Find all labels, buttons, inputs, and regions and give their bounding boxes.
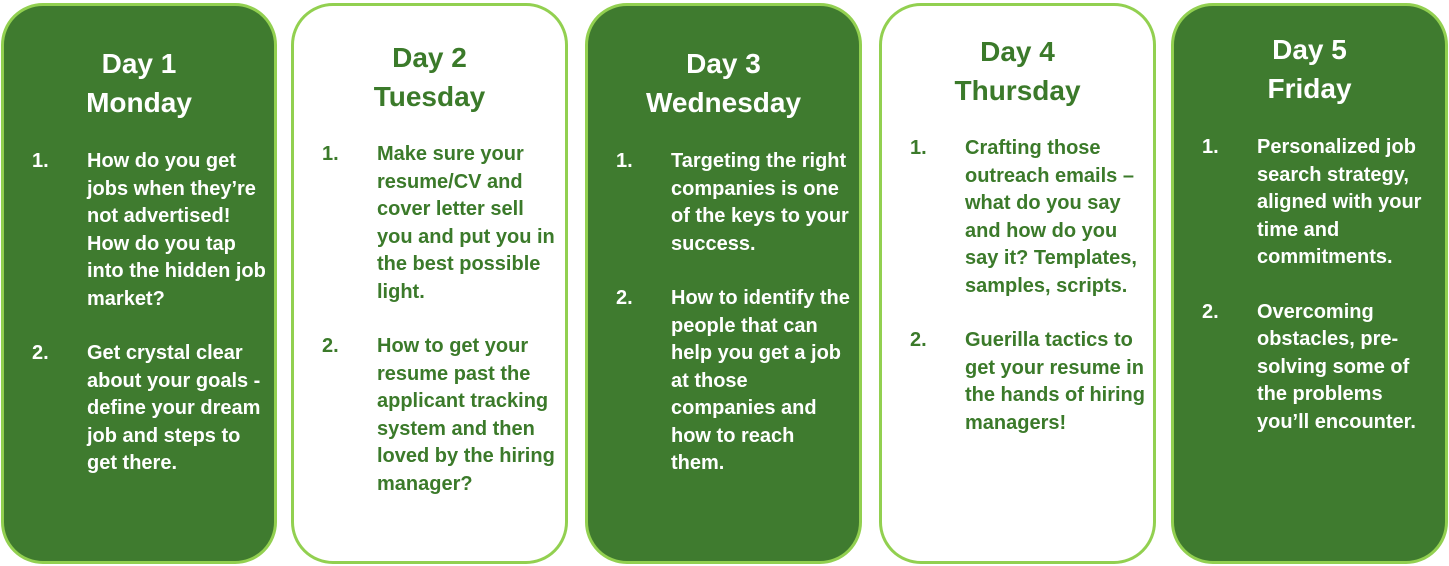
item-number: 1. [910, 137, 927, 159]
topic-list: 1. Targeting the right companies is one … [588, 148, 851, 505]
day-number: Day 5 [1272, 34, 1347, 65]
item-text: Overcoming obstacles, pre-solving some o… [1257, 300, 1416, 433]
topic-list: 1. Crafting those outreach emails – what… [882, 135, 1145, 464]
item-text: Get crystal clear about your goals - def… [87, 342, 261, 474]
day-number: Day 4 [980, 36, 1055, 67]
item-text: Crafting those outreach emails – what do… [965, 137, 1137, 297]
list-item: 2. How to get your resume past the appli… [294, 333, 557, 498]
item-text: How to identify the people that can help… [671, 287, 850, 474]
list-item: 2. Get crystal clear about your goals - … [4, 340, 266, 478]
day-title: Day 5 Friday [1174, 30, 1445, 108]
list-item: 1. How do you get jobs when they’re not … [4, 148, 266, 313]
day-title: Day 4 Thursday [882, 32, 1153, 110]
item-text: Guerilla tactics to get your resume in t… [965, 329, 1145, 434]
day-title: Day 1 Monday [4, 44, 274, 122]
list-item: 1. Make sure your resume/CV and cover le… [294, 141, 557, 306]
day-number: Day 3 [686, 48, 761, 79]
day-card-friday: Day 5 Friday 1. Personalized job search … [1171, 3, 1448, 564]
item-number: 1. [32, 150, 49, 172]
day-number: Day 1 [101, 48, 177, 79]
topic-list: 1. Personalized job search strategy, ali… [1174, 134, 1437, 463]
list-item: 2. How to identify the people that can h… [588, 285, 851, 478]
day-card-monday: Day 1 Monday 1. How do you get jobs when… [1, 3, 277, 564]
item-number: 2. [1202, 300, 1219, 323]
list-item: 1. Targeting the right companies is one … [588, 148, 851, 258]
topic-list: 1. Make sure your resume/CV and cover le… [294, 141, 557, 525]
day-weekday: Wednesday [645, 87, 802, 118]
item-number: 2. [910, 329, 927, 351]
day-number: Day 2 [392, 42, 467, 73]
item-number: 1. [616, 150, 633, 172]
item-number: 2. [616, 287, 633, 309]
day-card-wednesday: Day 3 Wednesday 1. Targeting the right c… [585, 3, 862, 564]
item-text: Make sure your resume/CV and cover lette… [377, 143, 555, 303]
item-text: How to get your resume past the applican… [377, 335, 555, 495]
item-text: How do you get jobs when they’re not adv… [87, 150, 266, 310]
list-item: 2. Overcoming obstacles, pre-solving som… [1174, 299, 1437, 437]
day-title: Day 2 Tuesday [294, 38, 565, 116]
day-weekday: Tuesday [373, 81, 486, 112]
item-number: 2. [32, 342, 49, 364]
day-weekday: Monday [86, 87, 192, 118]
day-weekday: Friday [1267, 73, 1352, 104]
list-item: 2. Guerilla tactics to get your resume i… [882, 327, 1145, 437]
day-title: Day 3 Wednesday [588, 44, 859, 122]
item-number: 1. [322, 143, 339, 165]
item-text: Targeting the right companies is one of … [671, 150, 849, 255]
list-item: 1. Personalized job search strategy, ali… [1174, 134, 1437, 272]
item-number: 2. [322, 335, 339, 357]
topic-list: 1. How do you get jobs when they’re not … [4, 148, 266, 505]
day-card-tuesday: Day 2 Tuesday 1. Make sure your resume/C… [291, 3, 568, 564]
day-weekday: Thursday [954, 75, 1081, 106]
list-item: 1. Crafting those outreach emails – what… [882, 135, 1145, 300]
item-text: Personalized job search strategy, aligne… [1257, 136, 1422, 268]
day-card-thursday: Day 4 Thursday 1. Crafting those outreac… [879, 3, 1156, 564]
item-number: 1. [1202, 136, 1219, 158]
